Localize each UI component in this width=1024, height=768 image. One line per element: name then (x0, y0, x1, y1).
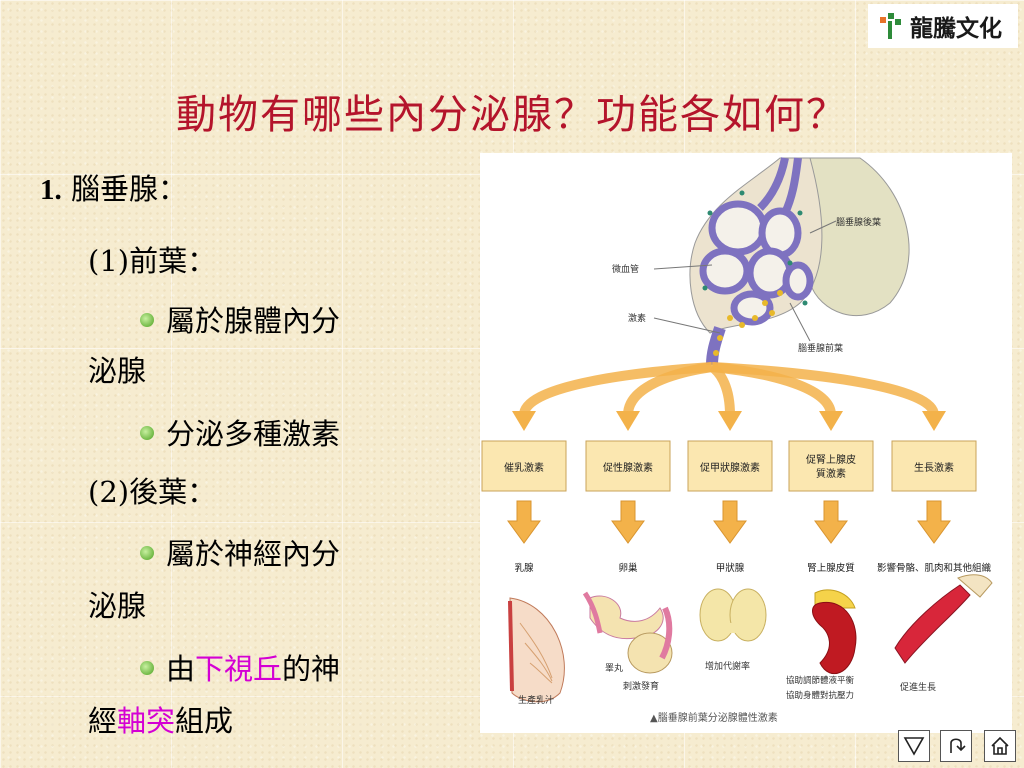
fan-arrow (711, 362, 939, 417)
hormone-box: 催乳激素 (481, 440, 567, 492)
return-icon[interactable] (940, 730, 972, 762)
target-label: 腎上腺皮質 (807, 562, 855, 574)
ovary-testis-illustration (582, 591, 673, 674)
effect-growth: 促進生長 (900, 681, 936, 693)
effect-adrenal-2: 協助身體對抗壓力 (786, 690, 854, 701)
bullet-3: 屬於神經內分 (140, 537, 340, 572)
testis-label: 睪丸 (605, 662, 623, 674)
hormone-name: 促甲狀腺激素 (700, 461, 760, 474)
hormone-box: 生長激素 (891, 440, 977, 492)
item-heading: 腦垂腺： (70, 172, 187, 206)
sub-heading-2: (2)後葉： (88, 475, 217, 509)
effect-gonad: 刺激發育 (623, 680, 659, 692)
target-label: 乳腺 (514, 562, 534, 574)
hormone-box: 促性腺激素 (585, 440, 671, 492)
fan-arrowhead (819, 411, 843, 431)
down-arrow (713, 500, 747, 544)
bullet-icon (140, 546, 154, 560)
bullet-text: 由 (166, 652, 196, 686)
bullet-icon (140, 661, 154, 675)
bullet-text: 的神 (282, 652, 341, 686)
target-label: 卵巢 (618, 562, 638, 574)
portal-vein (706, 326, 726, 366)
bullet-text: 經 (88, 704, 118, 738)
posterior-lobe (809, 157, 910, 317)
down-arrow (507, 500, 541, 544)
logo-icon (880, 13, 901, 39)
fan-arrowhead (922, 411, 946, 431)
adrenal-kidney-illustration (812, 589, 857, 675)
capillary-label: 微血管 (612, 263, 639, 275)
bullet-icon (140, 313, 154, 327)
bullet-text: 分泌多種激素 (166, 417, 341, 451)
target-labels: 乳腺 卵巢 甲狀腺 腎上腺皮質 影響骨骼、肌肉和其他組織 (514, 562, 991, 574)
posterior-label: 腦垂腺後葉 (836, 216, 881, 228)
sub-heading-1: (1)前葉： (88, 244, 217, 278)
fan-arrowhead (512, 411, 536, 431)
fan-arrow (708, 362, 735, 416)
capillary-network (699, 200, 814, 326)
page-title: 動物有哪些內分泌腺？功能各如何？ (176, 92, 848, 138)
target-label: 影響骨骼、肌肉和其他組織 (877, 562, 992, 574)
bullet-4-cont: 經軸突組成 (88, 704, 233, 739)
bullet-text: 屬於腺體內分 (166, 304, 341, 338)
hormone-label: 激素 (628, 312, 646, 324)
logo-text: 龍騰文化 (910, 16, 1002, 42)
fan-arrow (623, 362, 713, 416)
fan-arrowhead (616, 411, 640, 431)
highlight-hypothalamus: 下視丘 (195, 652, 283, 686)
bullet-icon (140, 426, 154, 440)
item-number: 1. (40, 174, 62, 206)
highlight-axon: 軸突 (117, 704, 176, 738)
down-arrow (917, 500, 951, 544)
effect-adrenal-1: 協助調節體液平衡 (786, 675, 855, 686)
distribution-arrows (512, 362, 946, 431)
hormone-name: 促性腺激素 (603, 461, 653, 474)
thyroid-illustration (699, 588, 767, 642)
fan-arrowhead (718, 411, 742, 431)
muscle-bone-illustration (894, 574, 993, 664)
down-arrow (814, 500, 848, 544)
item-1: 1. 腦垂腺： (40, 172, 187, 208)
effect-thyroid: 增加代謝率 (705, 660, 750, 672)
down-arrow (611, 500, 645, 544)
bullet-1-cont: 泌腺 (88, 354, 147, 388)
home-icon[interactable] (984, 730, 1016, 762)
bullet-text: 屬於神經內分 (166, 537, 341, 571)
pituitary-diagram: 腦垂腺後葉 微血管 激素 腦垂腺前葉 催乳激素 促性腺激素 促甲狀腺激素 促腎上腺皮質… (480, 153, 1012, 733)
effect-mammary: 生產乳汁 (518, 694, 554, 706)
bullet-4: 由下視丘的神 (140, 652, 340, 687)
hormone-name: 催乳激素 (504, 461, 544, 474)
mammary-gland-illustration (508, 597, 565, 703)
bullet-text: 組成 (175, 704, 234, 738)
down-triangle-icon[interactable] (898, 730, 930, 762)
bullet-3-cont: 泌腺 (88, 589, 147, 623)
figure-caption: ▲腦垂腺前葉分泌腺體性激素 (650, 711, 778, 724)
bullet-1: 屬於腺體內分 (140, 304, 340, 339)
hormone-name: 生長激素 (914, 461, 954, 474)
target-label: 甲狀腺 (716, 562, 745, 574)
bullet-2: 分泌多種激素 (140, 417, 340, 452)
hormone-name: 促腎上腺皮 (806, 453, 856, 466)
hormone-name: 質激素 (816, 467, 846, 480)
hormone-box: 促甲狀腺激素 (687, 440, 773, 492)
publisher-logo: 龍騰文化 (868, 4, 1018, 48)
anterior-label: 腦垂腺前葉 (798, 342, 843, 354)
target-arrows (507, 500, 951, 544)
